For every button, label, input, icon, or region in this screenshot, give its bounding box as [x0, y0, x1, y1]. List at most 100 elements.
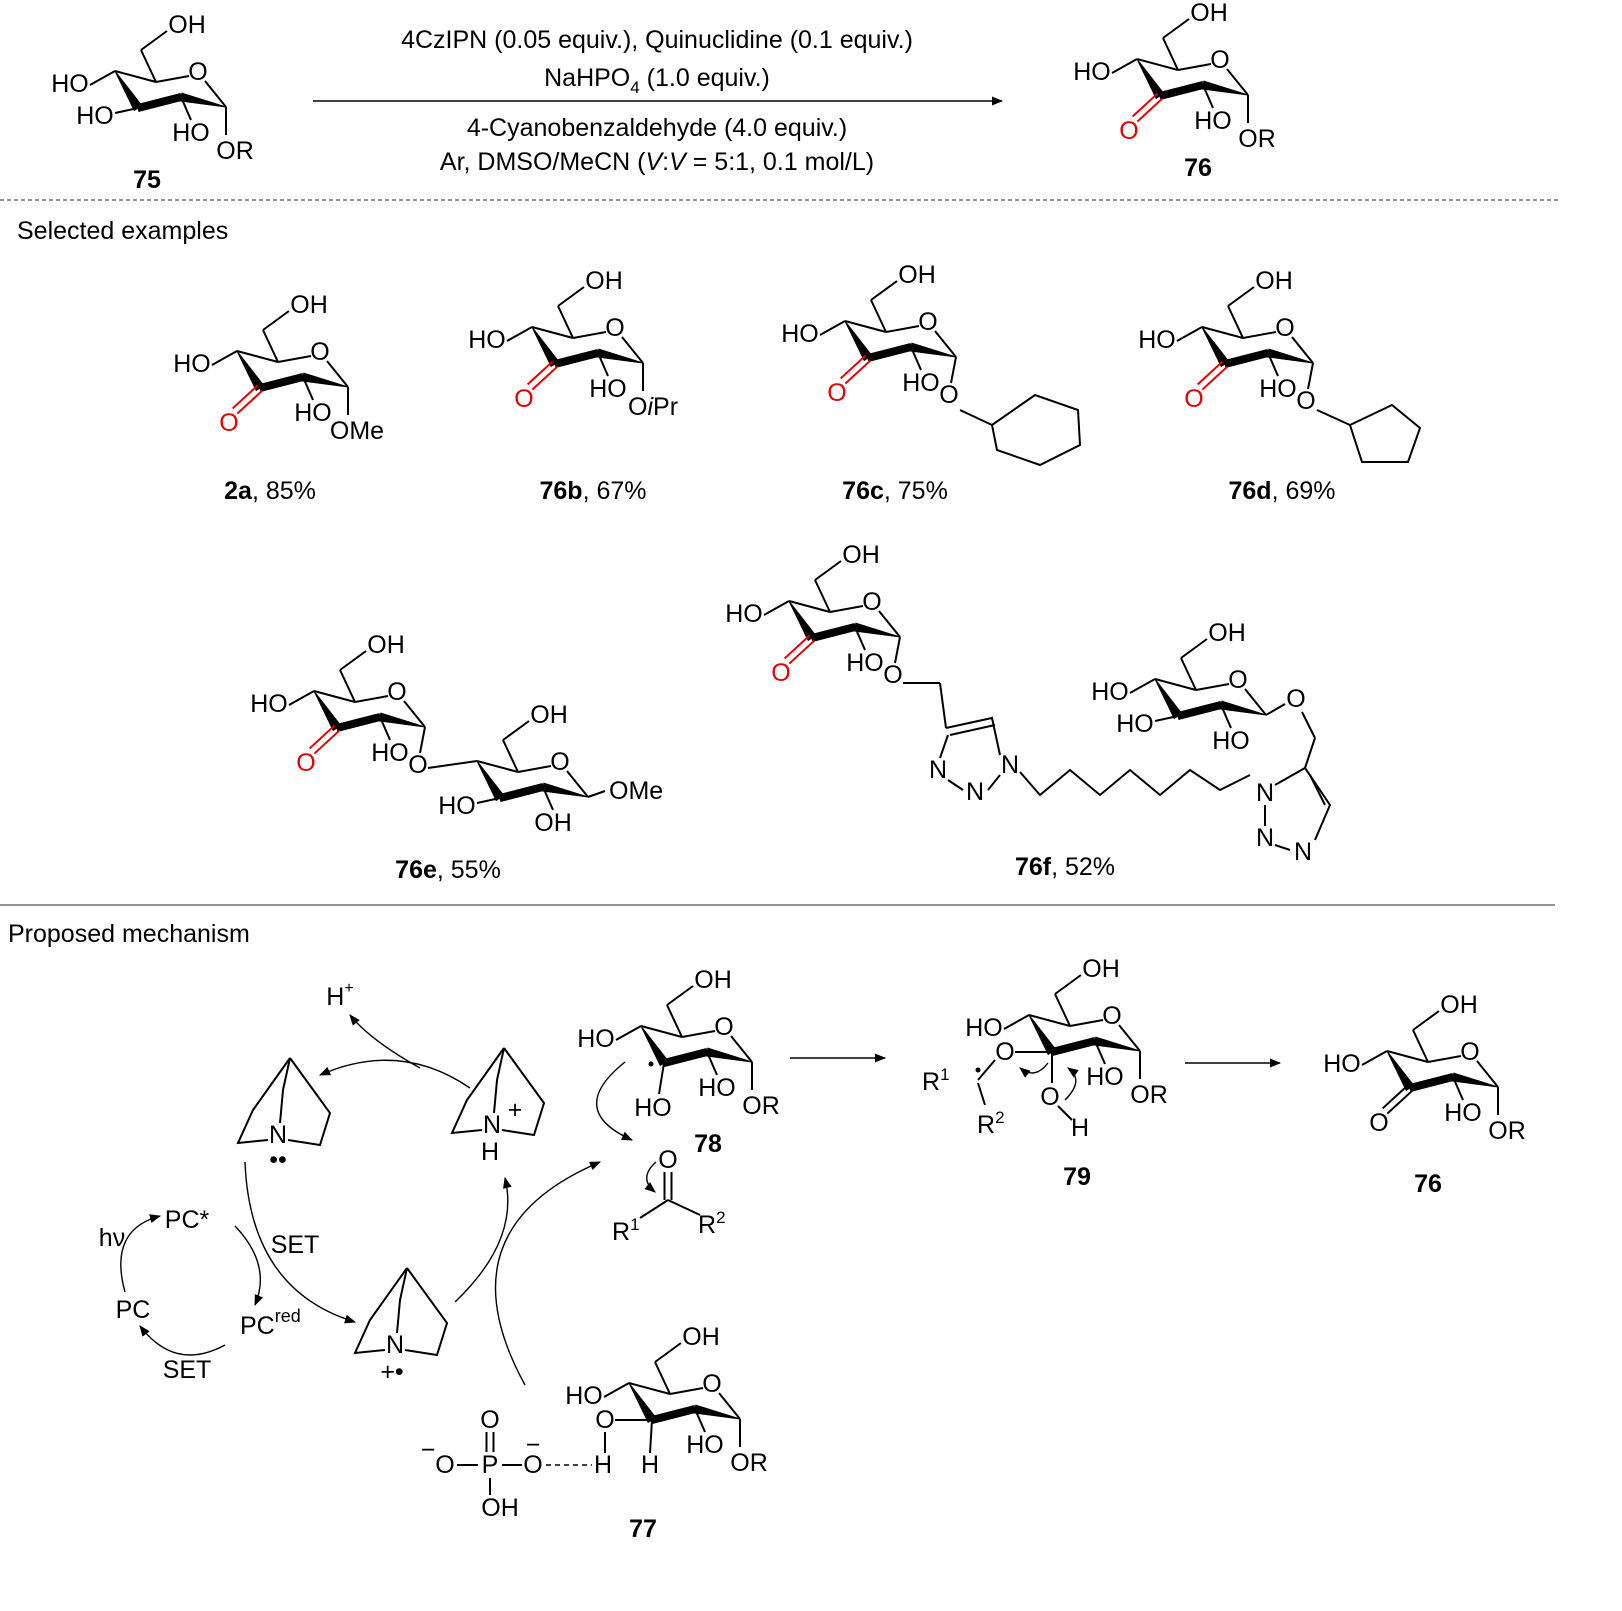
bold-bond	[498, 783, 545, 802]
bond	[1452, 1076, 1464, 1101]
atom-label: OH	[367, 631, 405, 659]
bond	[706, 1051, 718, 1076]
atom-label: HO	[76, 102, 114, 130]
yield: , 69%	[1272, 477, 1336, 505]
bond	[1242, 331, 1277, 339]
atom-label: N	[1294, 838, 1312, 866]
bond	[557, 286, 585, 307]
bond	[977, 1059, 996, 1081]
bond	[1054, 993, 1071, 1027]
atom-label: OH	[842, 541, 880, 569]
bond	[1386, 1089, 1414, 1115]
bond	[1196, 360, 1224, 386]
atom-label: O	[605, 314, 624, 342]
atom-label: HO	[725, 600, 763, 628]
substrate-arrow	[494, 1161, 602, 1386]
bond-path	[450, 1047, 505, 1135]
atom-label: H	[481, 1138, 499, 1166]
bond	[1427, 1055, 1462, 1063]
radical-addition-arrow	[596, 1061, 634, 1141]
superscript: 2	[995, 1108, 1004, 1127]
bold-bond	[866, 343, 913, 362]
condition-text: = 5:1, 0.1 mol/L)	[686, 148, 874, 176]
bond	[302, 376, 314, 401]
bond	[658, 1062, 665, 1095]
bond	[603, 1382, 630, 1398]
atom-label: O	[939, 381, 958, 409]
set-label-2: SET	[163, 1356, 212, 1384]
compound-id: 2a	[224, 477, 253, 505]
atom-label: O	[658, 1146, 677, 1174]
bond	[987, 774, 1001, 791]
electron-arrow	[1019, 1062, 1049, 1078]
atom-label: O	[1296, 387, 1315, 415]
atom-label: OR	[1488, 1117, 1526, 1145]
atom-label: P	[482, 1451, 499, 1479]
section-heading-examples: Selected examples	[17, 217, 228, 245]
bond-path	[501, 1047, 546, 1137]
atom-label: OR	[1238, 125, 1276, 153]
atom-label: O	[550, 748, 569, 776]
atom-label: HO	[902, 369, 940, 397]
quinuclidine-radical-cation: N	[353, 1267, 449, 1359]
bond	[542, 786, 554, 811]
bond	[262, 310, 290, 331]
atom-label: OH	[481, 1494, 519, 1522]
bond	[89, 70, 116, 86]
bold-bond	[335, 713, 382, 732]
bond-path	[1348, 403, 1422, 463]
condition-text: NaHPO	[544, 64, 630, 92]
bond	[476, 797, 501, 804]
wedge-bond	[313, 690, 342, 732]
atom-label: HO	[589, 375, 627, 403]
atom-label: HO	[294, 399, 332, 427]
bond	[654, 1361, 671, 1395]
bond	[959, 409, 993, 426]
bold-bond	[650, 1405, 697, 1424]
bond	[949, 724, 996, 736]
atom-label: R	[698, 1211, 716, 1239]
bond	[854, 626, 866, 651]
atom-label: OH	[1082, 955, 1120, 983]
bond	[566, 770, 589, 798]
charge: +	[344, 980, 353, 997]
superscript: 1	[630, 1215, 639, 1234]
bond	[236, 389, 264, 415]
bond	[1201, 365, 1229, 391]
compound-label-79: 79	[1063, 1163, 1091, 1191]
atom-label: O	[1040, 1083, 1059, 1111]
atom-label: O	[1210, 46, 1229, 74]
bond	[649, 1419, 653, 1454]
atom-label: O	[771, 659, 790, 687]
bond	[839, 354, 867, 380]
atom-label: HO	[438, 792, 476, 820]
atom-label: OMe	[609, 777, 663, 805]
bond	[1162, 37, 1179, 71]
bond	[1412, 1010, 1440, 1031]
bond	[1304, 737, 1316, 769]
atom-label: HO	[371, 739, 409, 767]
condition-line-1: 4CzIPN (0.05 equiv.), Quinuclidine (0.1 …	[401, 26, 913, 54]
condition-line-3: 4-Cyanobenzaldehyde (4.0 equiv.)	[467, 114, 847, 142]
bond-path	[236, 1057, 291, 1145]
bond	[1154, 678, 1197, 691]
bond	[114, 107, 139, 114]
bond	[814, 579, 831, 613]
bond	[354, 695, 389, 703]
bond	[783, 634, 811, 660]
hat-arrow	[454, 1176, 512, 1303]
example-label-76e: 76e, 55%	[395, 856, 501, 884]
bond	[236, 350, 279, 363]
atom-label: OH	[530, 701, 568, 729]
cyclopentyl-ring	[1316, 403, 1422, 463]
bold-bond	[1408, 1073, 1455, 1092]
atom-label: HO	[51, 70, 89, 98]
atom-label: HO	[1323, 1050, 1361, 1078]
atom-label: Pr	[653, 393, 678, 421]
atom-label: N	[1256, 824, 1274, 852]
radical-dot	[975, 1067, 981, 1073]
